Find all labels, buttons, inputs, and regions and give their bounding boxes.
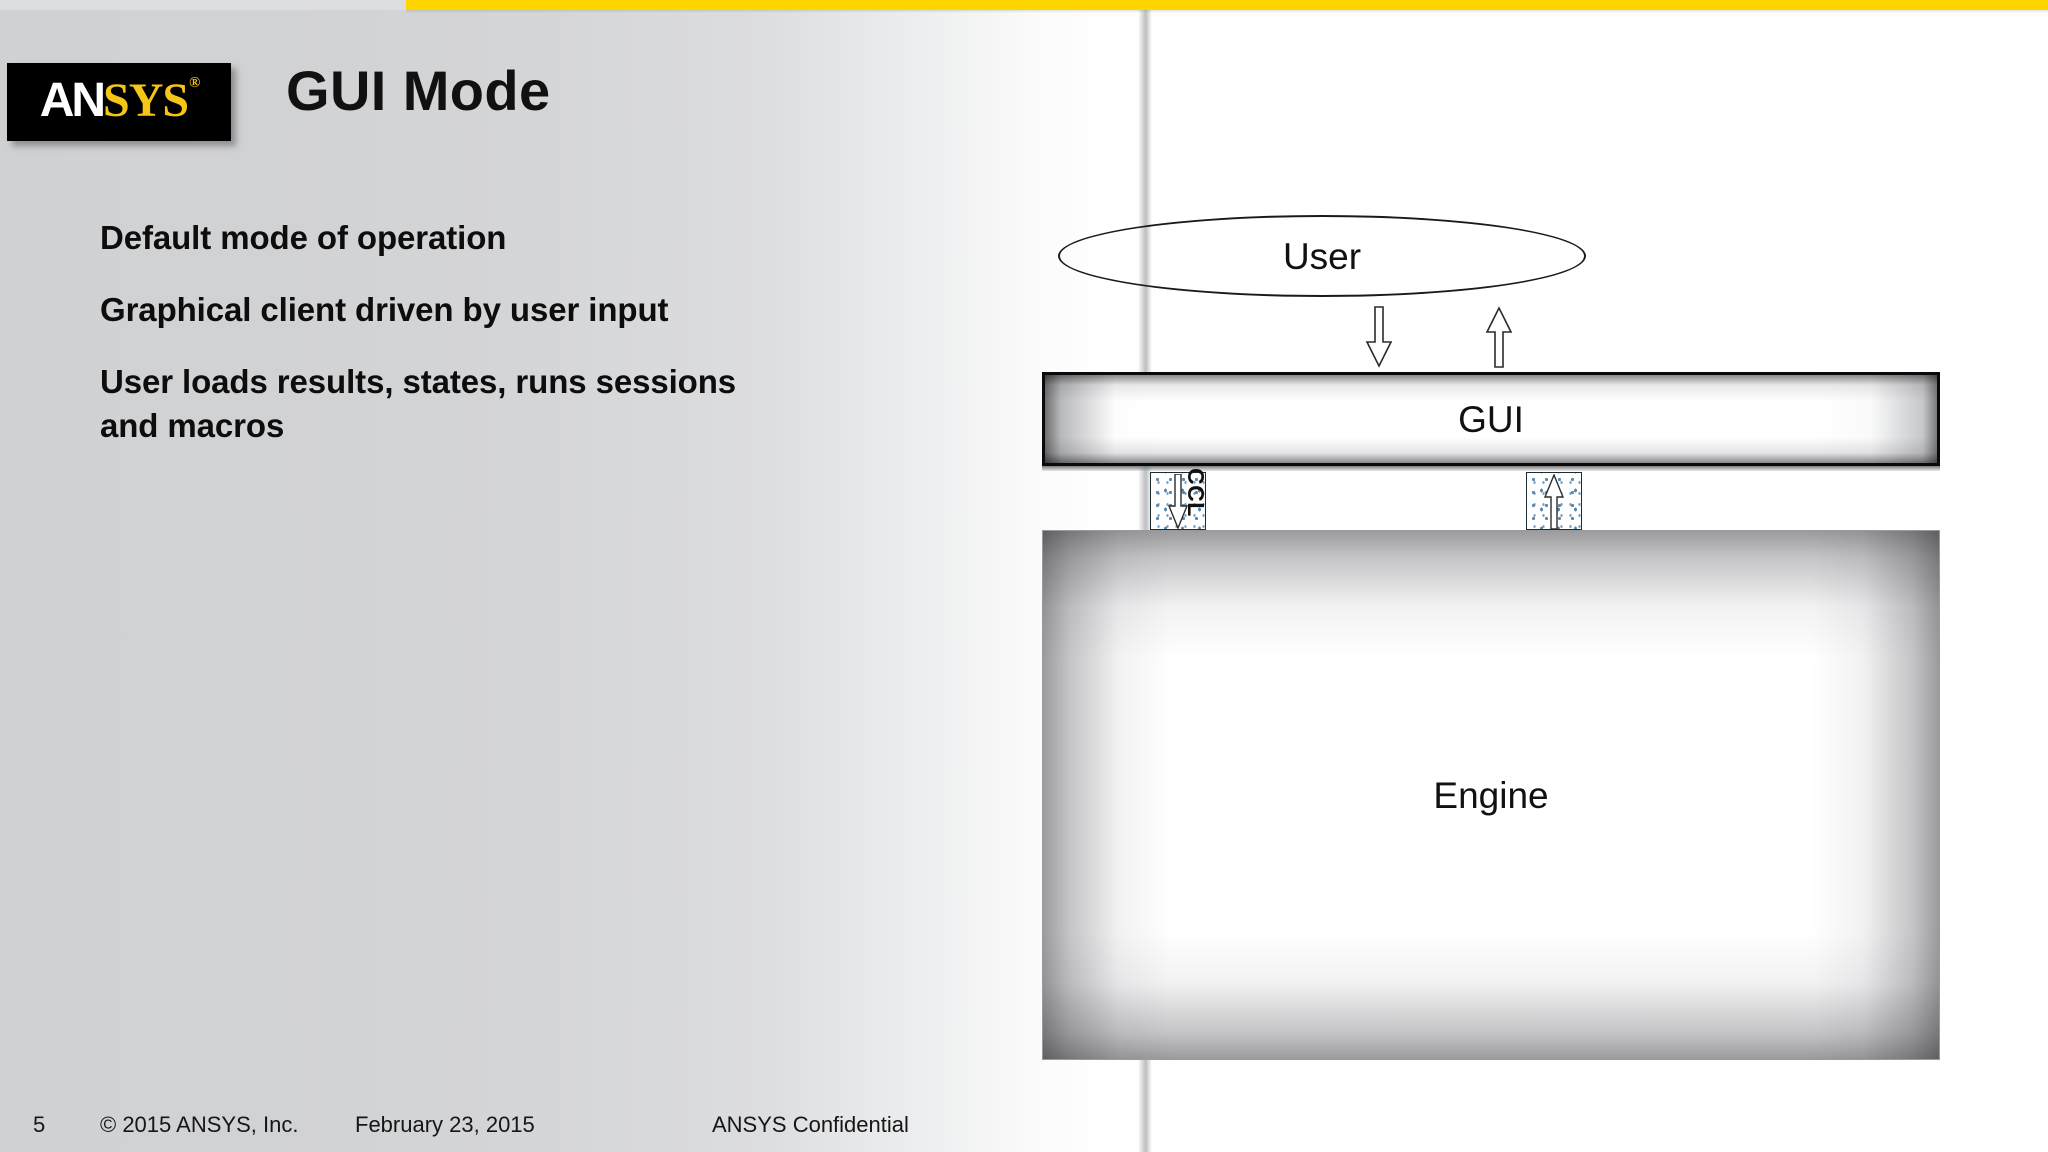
page-title: GUI Mode: [286, 59, 551, 122]
diagram-node-engine: Engine: [1042, 530, 1940, 1060]
diagram-node-user-label: User: [1282, 235, 1362, 277]
arrow-down-icon: [1167, 474, 1189, 529]
slide-footer: 5 © 2015 ANSYS, Inc. February 23, 2015 A…: [0, 1090, 2048, 1152]
gui-box-shadow: [1042, 466, 1940, 471]
arrow-up-icon: [1543, 474, 1565, 529]
arrow-down-icon: [1365, 306, 1393, 368]
bullet-list: Default mode of operation Graphical clie…: [100, 216, 800, 448]
registered-trademark-icon: ®: [189, 75, 200, 91]
list-item: User loads results, states, runs session…: [100, 362, 737, 444]
diagram-node-gui-label: GUI: [1458, 398, 1524, 440]
ccl-label: CCL: [1183, 468, 1209, 517]
top-accent-bar-shadow: [406, 10, 2048, 13]
ccl-connector-left: [1150, 472, 1206, 530]
footer-page-number: 5: [33, 1112, 46, 1137]
footer-copyright: © 2015 ANSYS, Inc.: [100, 1112, 299, 1137]
list-item: Graphical client driven by user input: [100, 290, 669, 328]
gui-box-bevel: [1045, 375, 1937, 463]
ansys-logo: ANSYS®: [7, 63, 231, 141]
ansys-logo-sys: SYS: [103, 74, 189, 127]
ansys-logo-wordmark: ANSYS®: [39, 74, 201, 127]
diagram-node-engine-label: Engine: [1433, 774, 1549, 816]
ccl-connector-right: [1526, 472, 1582, 530]
engine-box-bevel: [1043, 531, 1939, 1059]
diagram-node-gui: GUI: [1042, 372, 1940, 466]
footer-confidentiality: ANSYS Confidential: [712, 1112, 909, 1137]
architecture-diagram: User GUI CCL: [1040, 150, 2000, 1090]
arrow-up-icon: [1485, 306, 1513, 368]
top-accent-bar: [406, 0, 2048, 10]
diagram-node-user: User: [1058, 215, 1586, 297]
slide-background: [0, 0, 1160, 1152]
footer-date: February 23, 2015: [355, 1112, 535, 1137]
list-item: Default mode of operation: [100, 219, 507, 256]
ansys-logo-an: AN: [39, 74, 106, 127]
top-bar-gray-segment: [0, 0, 406, 10]
